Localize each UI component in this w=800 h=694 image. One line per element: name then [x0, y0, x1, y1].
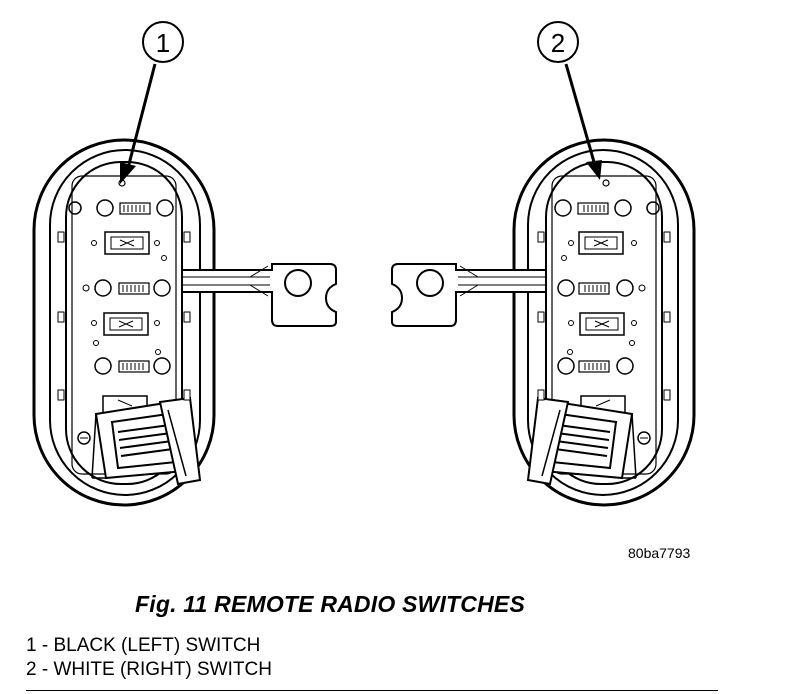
legend-text: BLACK (LEFT) SWITCH	[53, 635, 261, 656]
callout-2-number: 2	[551, 28, 565, 58]
legend-number: 1	[26, 635, 37, 656]
legend: 1 - BLACK (LEFT) SWITCH 2 - WHITE (RIGHT…	[26, 634, 272, 682]
bottom-rule	[26, 690, 718, 691]
callout-1-number: 1	[156, 28, 170, 58]
right-switch	[390, 138, 696, 507]
legend-item: 2 - WHITE (RIGHT) SWITCH	[26, 658, 272, 682]
switch-diagram: 1 2	[32, 21, 696, 507]
legend-separator: -	[41, 635, 49, 656]
legend-text: WHITE (RIGHT) SWITCH	[53, 659, 272, 680]
legend-number: 2	[26, 659, 37, 680]
callout-1: 1	[120, 21, 184, 184]
figure-title: Fig. 11 REMOTE RADIO SWITCHES	[135, 591, 526, 617]
legend-separator: -	[41, 659, 49, 680]
left-switch	[32, 138, 338, 507]
callout-2: 2	[537, 21, 602, 180]
image-code: 80ba7793	[628, 545, 691, 561]
legend-item: 1 - BLACK (LEFT) SWITCH	[26, 634, 272, 658]
